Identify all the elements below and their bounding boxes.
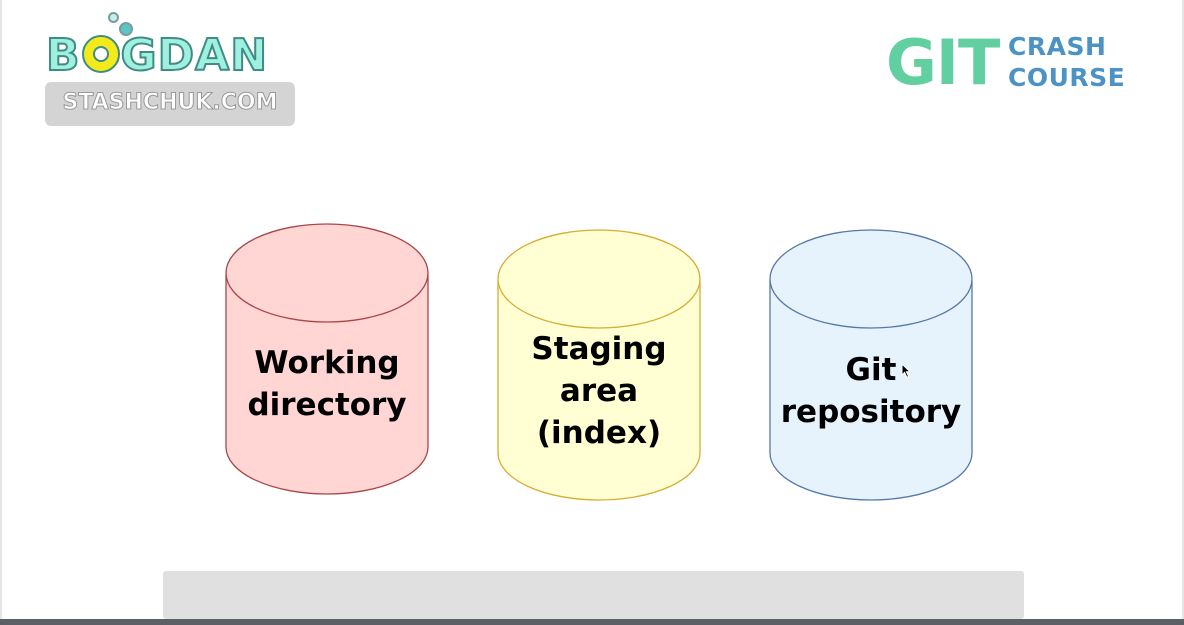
logo-bubble-ring-icon	[119, 22, 133, 36]
mouse-pointer-icon	[901, 363, 912, 378]
brand-name-start: B	[45, 30, 81, 81]
staging-area-label-line-3: (index)	[536, 415, 662, 451]
player-bottom-edge	[0, 619, 1184, 625]
staging-area-label-line-2: area	[559, 373, 639, 409]
brand-site-text: STASHCHUK.COM	[62, 90, 278, 115]
working-directory-label-line-1: Working	[254, 345, 400, 381]
brand-site-badge: STASHCHUK.COM	[45, 82, 295, 126]
brand-name-end: GDAN	[120, 30, 269, 81]
logo-bubble-small-icon	[108, 12, 119, 23]
cylinder-staging-area	[497, 229, 701, 501]
course-logo-course: COURSE	[1008, 63, 1126, 92]
git-crash-course-logo: GIT CRASH COURSE	[886, 30, 1126, 100]
course-logo-git: GIT	[886, 26, 1000, 99]
bogdan-stashchuk-logo: B GDAN STASHCHUK.COM	[42, 8, 304, 128]
git-repository-label-line-2: repository	[780, 394, 962, 430]
brand-o-ring-icon	[81, 35, 120, 73]
staging-area-label-line-1: Staging	[531, 331, 667, 367]
course-logo-crash: CRASH	[1008, 32, 1107, 61]
cylinder-git-repository	[769, 229, 973, 501]
cylinder-working-directory	[225, 223, 429, 495]
staging-area-label: Staging area (index)	[499, 328, 699, 454]
git-repository-label-line-1: Git	[845, 352, 897, 388]
caption-bar	[163, 571, 1024, 619]
git-repository-label: Git repository	[771, 349, 971, 433]
brand-name: B GDAN	[45, 33, 268, 79]
working-directory-label: Working directory	[227, 342, 427, 426]
working-directory-label-line-2: directory	[247, 387, 407, 423]
